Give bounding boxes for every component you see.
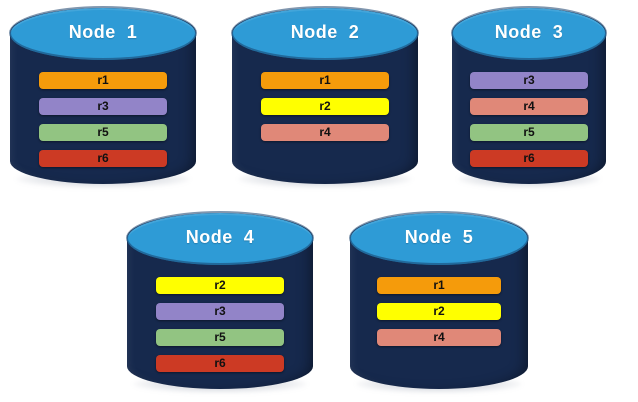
replica-stack: r1 r3 r5 r6 bbox=[10, 72, 196, 176]
cylinder-top-rim bbox=[231, 6, 419, 60]
replica-stack: r3 r4 r5 r6 bbox=[452, 72, 606, 176]
replica-bar-r2[interactable]: r2 bbox=[156, 277, 284, 294]
node-label: Node 1 bbox=[68, 22, 138, 42]
replica-bar-r1[interactable]: r1 bbox=[377, 277, 501, 294]
replica-bar-r4[interactable]: r4 bbox=[377, 329, 501, 346]
replica-bar-r2[interactable]: r2 bbox=[377, 303, 501, 320]
replica-bar-r3[interactable]: r3 bbox=[470, 72, 588, 89]
replica-bar-r1[interactable]: r1 bbox=[261, 72, 389, 89]
replica-bar-r5[interactable]: r5 bbox=[156, 329, 284, 346]
cylinder-top-rim bbox=[9, 6, 197, 60]
replica-bar-r5[interactable]: r5 bbox=[470, 124, 588, 141]
cylinder-top-rim bbox=[349, 211, 529, 265]
node-label: Node 4 bbox=[185, 227, 255, 247]
replica-bar-r5[interactable]: r5 bbox=[39, 124, 167, 141]
replica-bar-r3[interactable]: r3 bbox=[156, 303, 284, 320]
node-label: Node 5 bbox=[404, 227, 474, 247]
database-node-2[interactable]: Node 2 r1 r2 r4 bbox=[231, 6, 419, 188]
replica-bar-r1[interactable]: r1 bbox=[39, 72, 167, 89]
replica-stack: r1 r2 r4 bbox=[232, 72, 418, 150]
cylinder-top-rim bbox=[451, 6, 607, 60]
database-node-5[interactable]: Node 5 r1 r2 r4 bbox=[349, 211, 529, 393]
replica-bar-r6[interactable]: r6 bbox=[156, 355, 284, 372]
replica-bar-r6[interactable]: r6 bbox=[39, 150, 167, 167]
database-node-1[interactable]: Node 1 r1 r3 r5 r6 bbox=[9, 6, 197, 188]
replica-bar-r4[interactable]: r4 bbox=[261, 124, 389, 141]
replica-bar-r3[interactable]: r3 bbox=[39, 98, 167, 115]
replica-stack: r1 r2 r4 bbox=[350, 277, 528, 355]
node-label: Node 2 bbox=[290, 22, 360, 42]
replica-bar-r4[interactable]: r4 bbox=[470, 98, 588, 115]
replica-stack: r2 r3 r5 r6 bbox=[127, 277, 313, 381]
replica-bar-r2[interactable]: r2 bbox=[261, 98, 389, 115]
node-label: Node 3 bbox=[494, 22, 564, 42]
cylinder-top-rim bbox=[126, 211, 314, 265]
database-node-3[interactable]: Node 3 r3 r4 r5 r6 bbox=[451, 6, 607, 188]
database-node-4[interactable]: Node 4 r2 r3 r5 r6 bbox=[126, 211, 314, 393]
replica-bar-r6[interactable]: r6 bbox=[470, 150, 588, 167]
